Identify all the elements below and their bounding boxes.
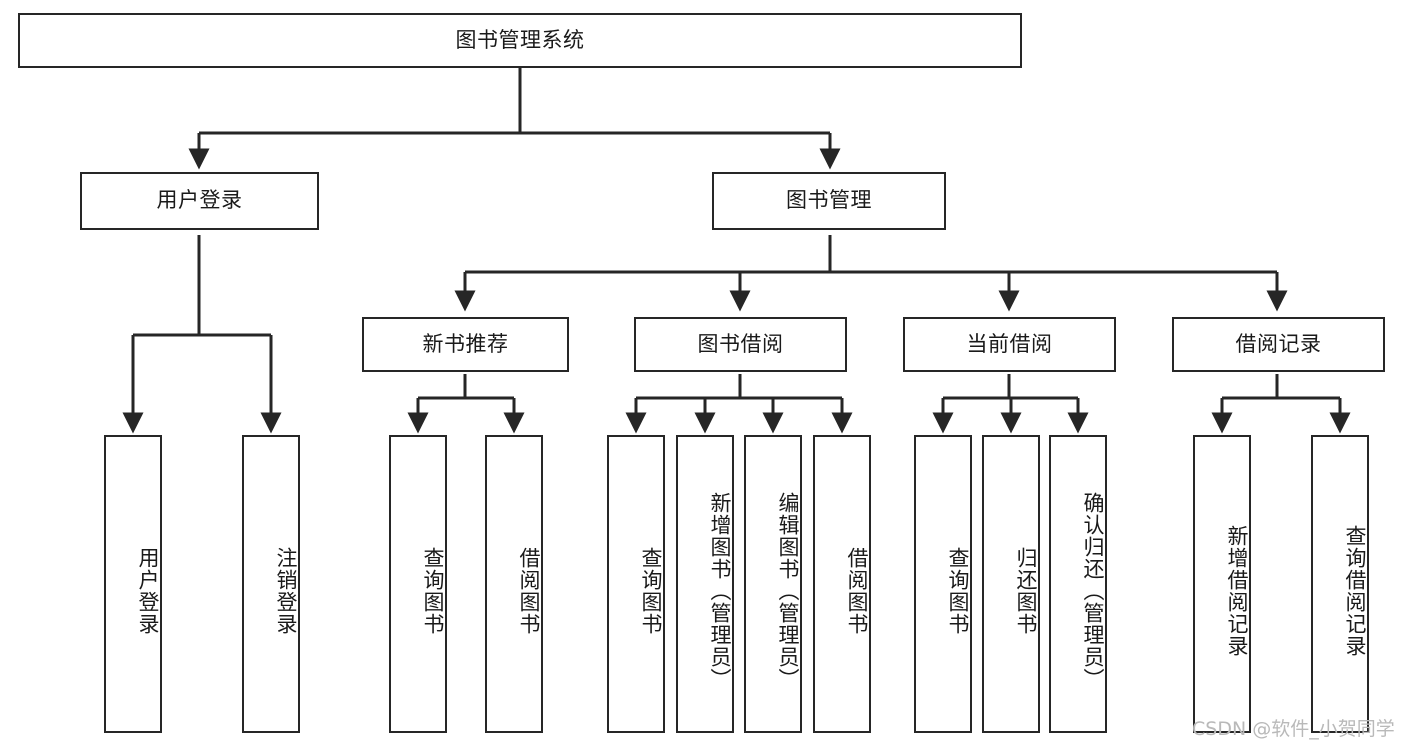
node-root-label: 图书管理系统 — [455, 27, 585, 52]
leaf-current-borrow-1-label: 归还图书 — [1014, 547, 1038, 635]
node-book-management-label: 图书管理 — [786, 188, 872, 213]
leaf-borrow-record-1[interactable]: 查询借阅记录 — [1311, 435, 1369, 733]
leaf-book-borrow-1-label: 新增图书（管理员） — [708, 492, 732, 690]
node-new-book-recommend-label: 新书推荐 — [422, 331, 509, 356]
leaf-user-login-0-label: 用户登录 — [136, 547, 160, 635]
leaf-user-login-1-label: 注销登录 — [274, 547, 298, 635]
leaf-new-book-recommend-0[interactable]: 查询图书 — [389, 435, 447, 733]
node-current-borrow[interactable]: 当前借阅 — [903, 317, 1116, 372]
leaf-current-borrow-0[interactable]: 查询图书 — [914, 435, 972, 733]
leaf-current-borrow-0-label: 查询图书 — [946, 547, 970, 635]
leaf-book-borrow-2-label: 编辑图书（管理员） — [776, 492, 800, 690]
leaf-book-borrow-2[interactable]: 编辑图书（管理员） — [744, 435, 802, 733]
node-borrow-record[interactable]: 借阅记录 — [1172, 317, 1385, 372]
leaf-new-book-recommend-1[interactable]: 借阅图书 — [485, 435, 543, 733]
node-book-management[interactable]: 图书管理 — [712, 172, 946, 230]
leaf-book-borrow-0-label: 查询图书 — [639, 547, 663, 635]
leaf-borrow-record-0[interactable]: 新增借阅记录 — [1193, 435, 1251, 733]
leaf-book-borrow-3-label: 借阅图书 — [845, 547, 869, 635]
node-current-borrow-label: 当前借阅 — [966, 331, 1053, 356]
leaf-user-login-1[interactable]: 注销登录 — [242, 435, 300, 733]
leaf-book-borrow-0[interactable]: 查询图书 — [607, 435, 665, 733]
csdn-watermark: CSDN @软件_小贺同学 — [1192, 718, 1395, 740]
leaf-current-borrow-2[interactable]: 确认归还（管理员） — [1049, 435, 1107, 733]
node-user-login[interactable]: 用户登录 — [80, 172, 319, 230]
node-new-book-recommend[interactable]: 新书推荐 — [362, 317, 569, 372]
leaf-current-borrow-2-label: 确认归还（管理员） — [1081, 492, 1105, 690]
node-root[interactable]: 图书管理系统 — [18, 13, 1022, 68]
leaf-book-borrow-1[interactable]: 新增图书（管理员） — [676, 435, 734, 733]
leaf-new-book-recommend-0-label: 查询图书 — [421, 547, 445, 635]
leaf-borrow-record-1-label: 查询借阅记录 — [1343, 525, 1367, 657]
leaf-new-book-recommend-1-label: 借阅图书 — [517, 547, 541, 635]
leaf-current-borrow-1[interactable]: 归还图书 — [982, 435, 1040, 733]
node-user-login-label: 用户登录 — [156, 188, 243, 213]
node-book-borrow-label: 图书借阅 — [697, 331, 784, 356]
leaf-borrow-record-0-label: 新增借阅记录 — [1225, 525, 1249, 657]
leaf-user-login-0[interactable]: 用户登录 — [104, 435, 162, 733]
node-book-borrow[interactable]: 图书借阅 — [634, 317, 847, 372]
leaf-book-borrow-3[interactable]: 借阅图书 — [813, 435, 871, 733]
node-borrow-record-label: 借阅记录 — [1235, 331, 1322, 356]
